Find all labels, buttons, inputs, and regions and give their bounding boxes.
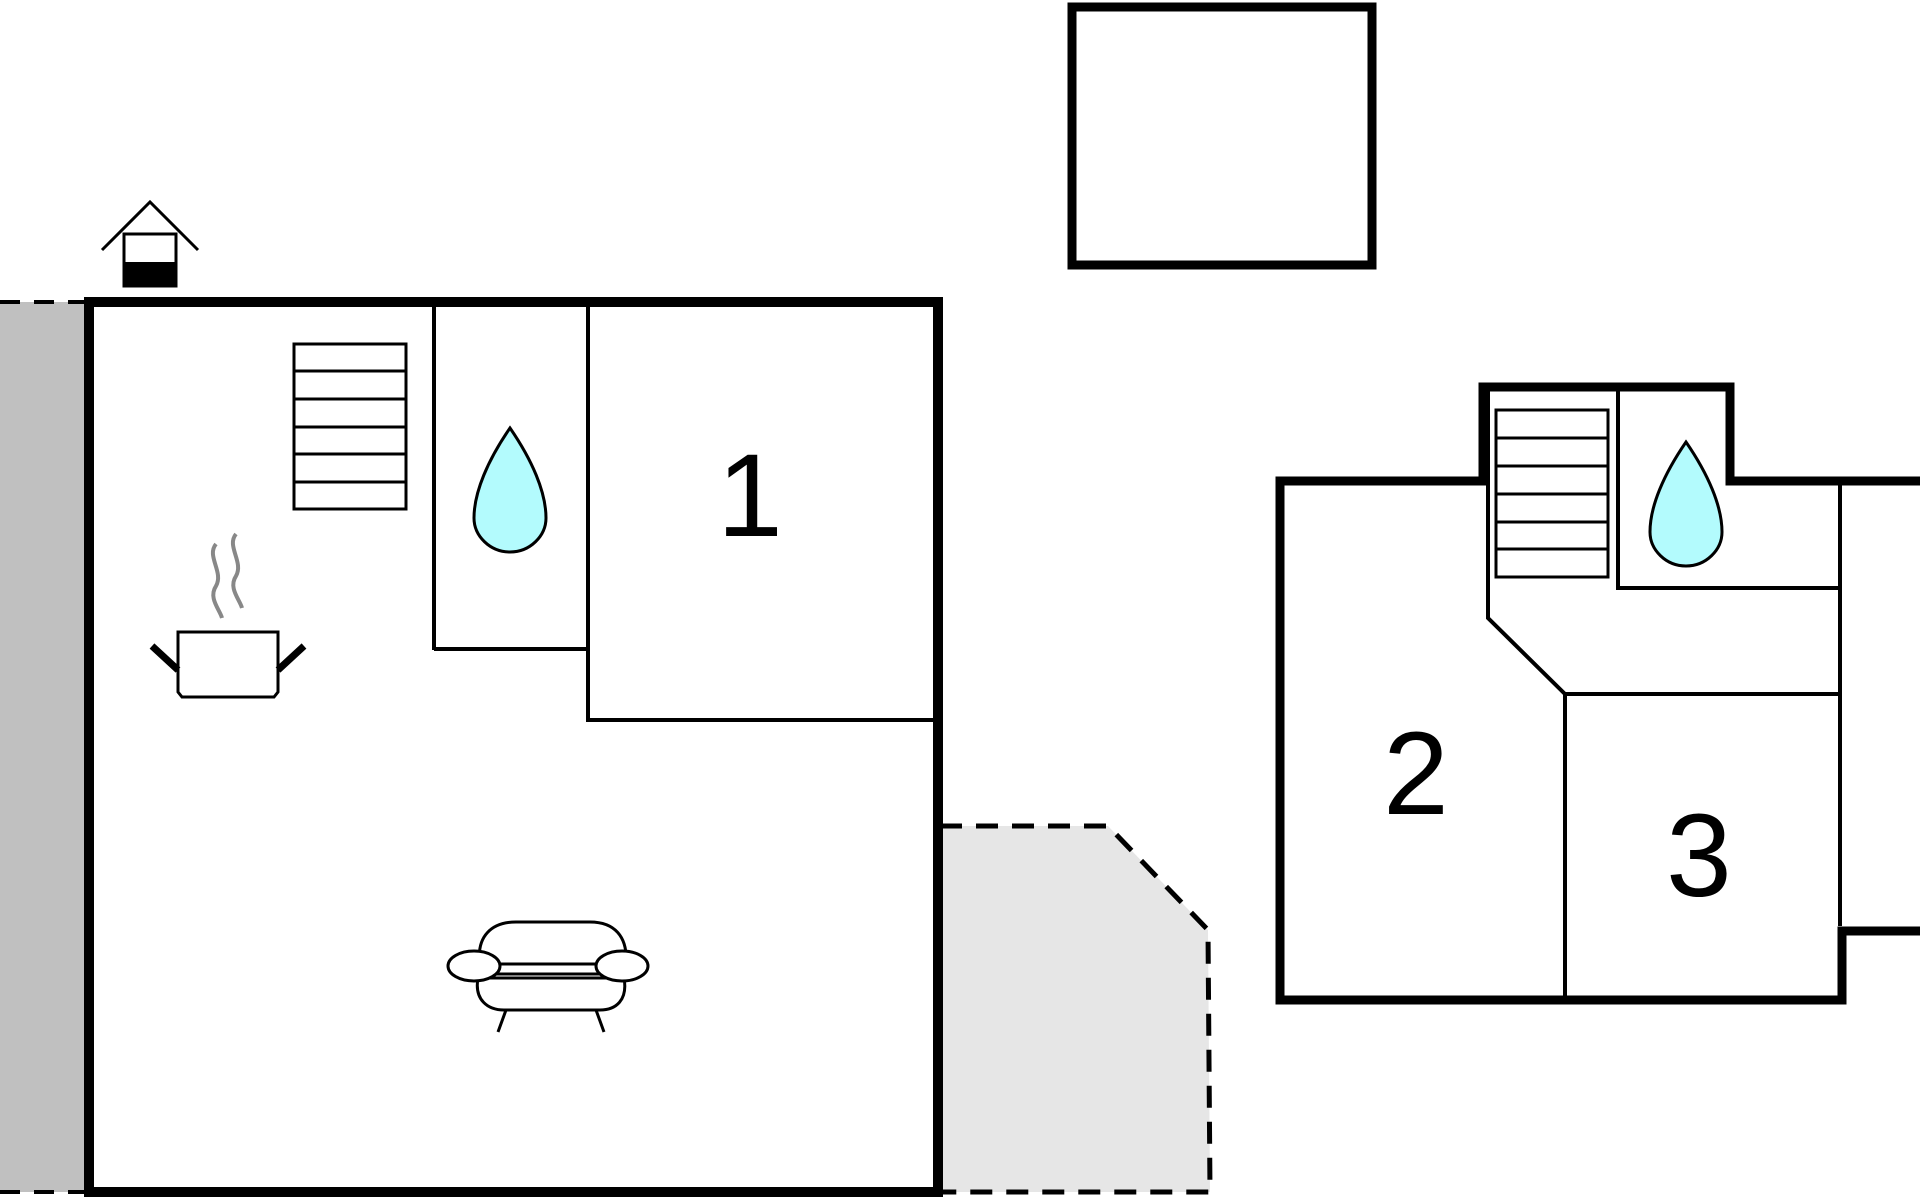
water-drop-icon bbox=[472, 425, 548, 554]
hallway-wall bbox=[1486, 390, 1840, 696]
outbuilding bbox=[1067, 2, 1377, 270]
sofa-icon bbox=[446, 920, 650, 1033]
room-3-label: 3 bbox=[1666, 790, 1732, 922]
terrace-outline bbox=[940, 823, 1213, 1195]
staircase-icon bbox=[292, 342, 408, 511]
staircase-icon bbox=[1494, 408, 1610, 579]
outdoor-strip bbox=[0, 302, 89, 1192]
upper-floor: 2 3 bbox=[1275, 382, 1920, 1005]
room-2-label: 2 bbox=[1383, 708, 1449, 840]
water-drop-icon bbox=[1648, 439, 1724, 568]
cooking-pot-icon bbox=[149, 532, 307, 699]
entrance-house-icon bbox=[100, 199, 200, 288]
ground-floor: 1 bbox=[0, 199, 1213, 1197]
room-1-label: 1 bbox=[717, 430, 783, 562]
terrace bbox=[940, 826, 1210, 1192]
